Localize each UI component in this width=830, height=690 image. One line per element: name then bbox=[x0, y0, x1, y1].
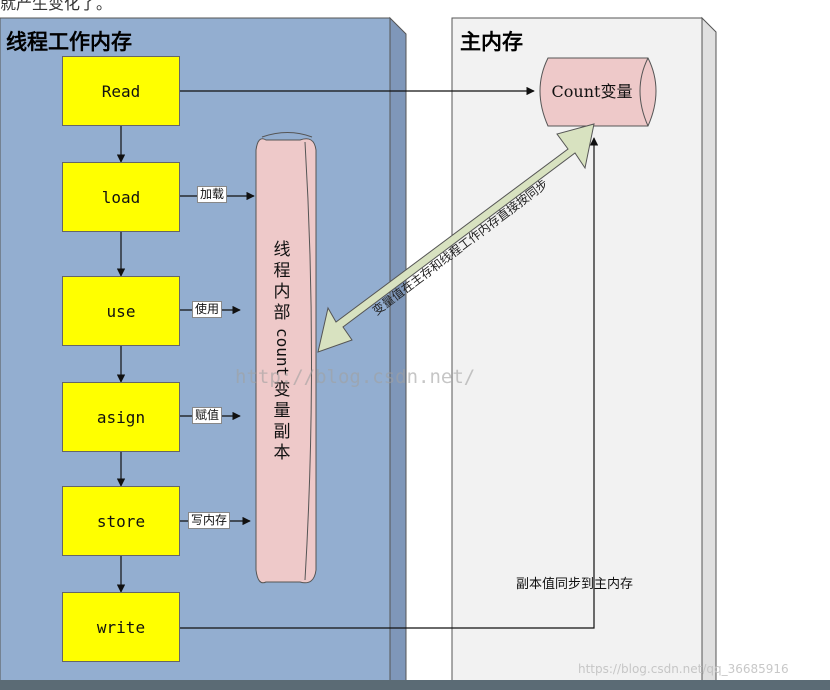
watermark-corner: https://blog.csdn.net/qq_36685916 bbox=[578, 662, 789, 676]
copy-label-char: 线 bbox=[273, 240, 291, 260]
op-load: load bbox=[62, 162, 180, 232]
copy-label-char: 本 bbox=[273, 443, 291, 464]
copy-label-latin: count bbox=[273, 328, 292, 377]
count-variable-cylinder bbox=[539, 57, 657, 127]
main-memory-title: 主内存 bbox=[460, 30, 523, 54]
label-use: 使用 bbox=[192, 301, 223, 318]
op-store: store bbox=[62, 486, 180, 556]
op-read: Read bbox=[62, 56, 180, 126]
op-asign: asign bbox=[62, 382, 180, 452]
copy-label: 线 程 内 部 count 变 量 副 本 bbox=[262, 240, 302, 464]
label-load: 加载 bbox=[197, 186, 228, 203]
copy-label-char: 量 bbox=[273, 401, 291, 422]
write-sync-line bbox=[180, 137, 599, 629]
label-store: 写内存 bbox=[188, 512, 231, 529]
copy-label-char: 部 bbox=[273, 303, 291, 323]
count-variable-label: Count变量 bbox=[551, 82, 633, 101]
copy-label-char: 内 bbox=[273, 282, 291, 302]
thread-memory-title: 线程工作内存 bbox=[6, 30, 132, 54]
bottom-bar bbox=[0, 680, 830, 690]
copy-label-char: 变 bbox=[273, 380, 291, 401]
label-assign: 赋值 bbox=[192, 407, 223, 424]
copy-label-char: 副 bbox=[273, 422, 291, 443]
diagonal-sync-arrow bbox=[317, 123, 595, 353]
op-write: write bbox=[62, 592, 180, 662]
watermark-center: http://blog.csdn.net/ bbox=[235, 366, 476, 388]
op-use: use bbox=[62, 276, 180, 346]
copy-label-char: 程 bbox=[273, 261, 291, 281]
copy-cylinder bbox=[255, 132, 317, 584]
write-sync-label: 副本值同步到主内存 bbox=[516, 577, 634, 592]
top-text-fragment: 就产生变化了。 bbox=[0, 0, 113, 13]
thread-memory-panel bbox=[0, 16, 407, 690]
